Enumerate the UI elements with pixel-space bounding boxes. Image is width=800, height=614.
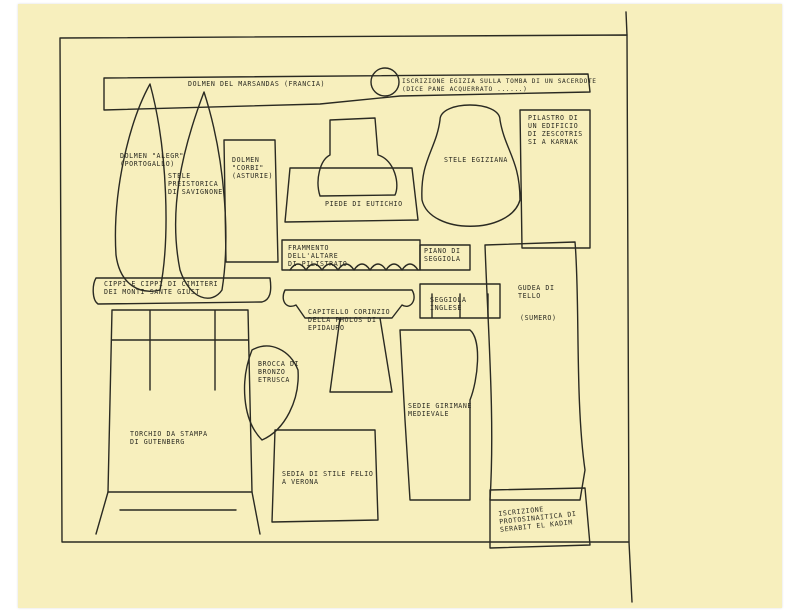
label-capitello-corinzio: CAPITELLO CORINZIO DELLA PHOLOS DI EPIDA… [308, 308, 391, 332]
dolmen-marsandas [103, 73, 591, 111]
sedia-medievale [399, 329, 479, 501]
pilastro [519, 109, 591, 249]
capitello-corinzio [282, 289, 415, 319]
gudea-di-tello [484, 241, 586, 501]
label-pilastro-edificio: PILASTRO DI UN EDIFICIO DI ZESCOTRIS SI … [528, 114, 583, 146]
label-frammento-altare: FRAMMENTO DELL'ALTARE DI PILISTRATO [288, 244, 348, 268]
frieze-arches [289, 263, 419, 271]
dolmen-alegr [114, 83, 167, 292]
seggiola-inglese [419, 283, 501, 319]
label-dolmen-marsandas: DOLMEN DEL MARSANDAS (FRANCIA) [188, 80, 326, 88]
label-gudea-tello: GUDEA DI TELLO [518, 284, 555, 300]
paper-sheet [18, 4, 782, 608]
label-piano-seggiola: PIANO DI SEGGIOLA [424, 247, 461, 263]
frame-right-extension [625, 11, 633, 603]
label-cippi-cimiteri: CIPPI E CIPPI DI CIMITERI DEI MONTI SANT… [104, 280, 219, 296]
piede-eutichio [317, 117, 398, 197]
sedia-stile-felio [271, 429, 379, 523]
label-brocca-bronzo: BROCCA DI BRONZO ETRUSCA [258, 360, 300, 384]
torchio-legs [95, 491, 261, 535]
brocca-etrusca [243, 345, 299, 441]
label-torchio-stampa: TORCHIO DA STAMPA DI GUTENBERG [130, 430, 208, 446]
label-dolmen-corbi: DOLMEN "CORBI" (ASTURIE) [232, 156, 274, 180]
label-iscrizione-tomba: ISCRIZIONE EGIZIA SULLA TOMBA DI UN SACE… [402, 78, 597, 93]
label-sedia-stile: SEDIA DI STILE FELIO A VERONA [282, 470, 374, 486]
stele-egiziana [421, 104, 521, 227]
iscrizione-protosinaitica [489, 487, 591, 549]
label-sumeri: (SUMERO) [520, 314, 557, 322]
capitello-neck [329, 317, 393, 393]
cippi-bar [92, 277, 272, 305]
stele-preistorica [174, 91, 227, 299]
label-sedia-medievale: SEDIE GIRIMANE MEDIEVALE [408, 402, 472, 418]
piede-base [284, 167, 419, 223]
dolmen-corbi [223, 139, 279, 263]
label-stele-preistorica: STELE PREISTORICA DI SAVIGNONE [168, 172, 223, 196]
ring-top [370, 67, 400, 97]
label-seggiola-inglese: SEGGIOLA INGLESE [430, 296, 467, 312]
torchio-stampa [107, 309, 253, 493]
label-stele-egiziana: STELE EGIZIANA [444, 156, 508, 164]
label-piede-eutichio: PIEDE DI EUTICHIO [325, 200, 403, 208]
label-dolmen-alegr: DOLMEN "ALEGR" (PORTOGALLO) [120, 152, 184, 168]
piano-seggiola [419, 244, 471, 271]
